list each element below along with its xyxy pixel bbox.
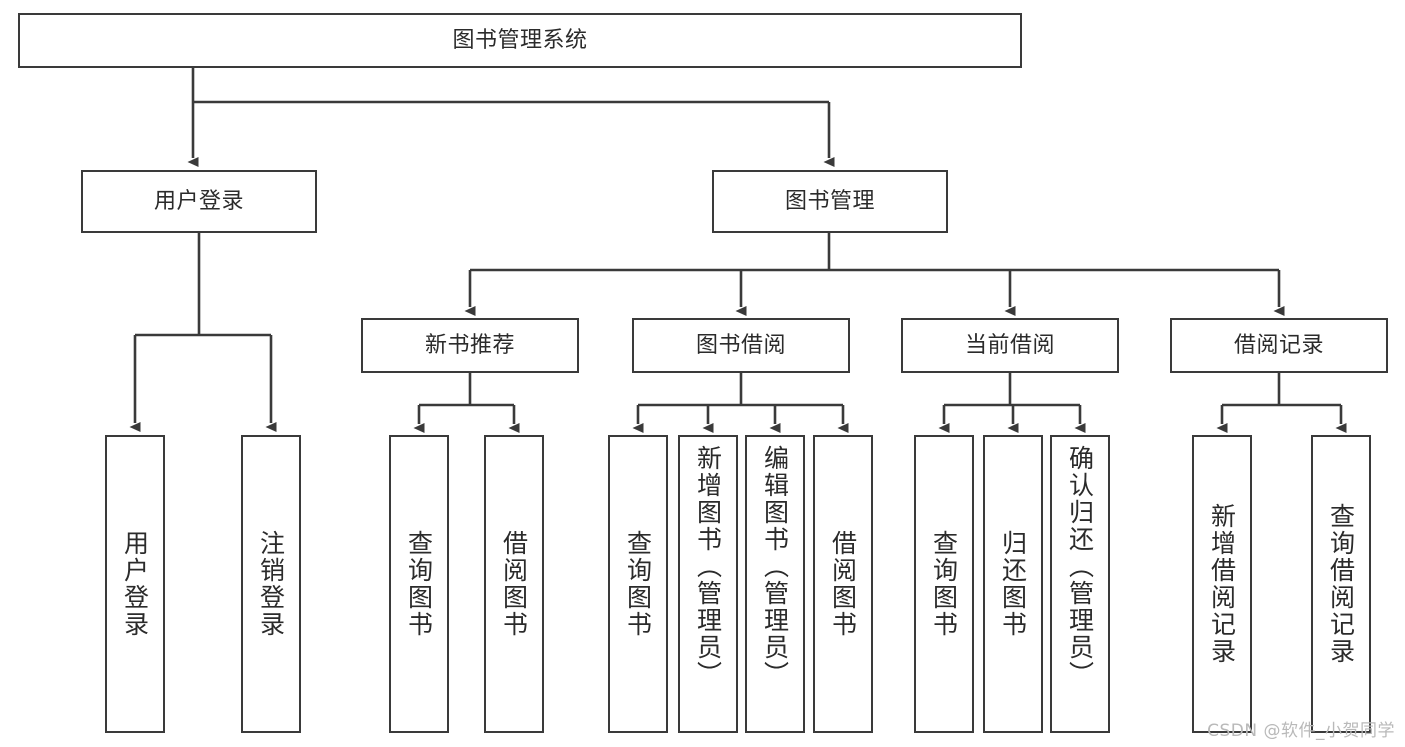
node-leaf-query-book-label: 查询图书 (623, 530, 653, 638)
node-book-borrow[interactable]: 图书借阅 (632, 318, 850, 373)
node-leaf-confirm-return-admin[interactable]: 确认归还（管理员） (1050, 435, 1110, 733)
node-new-book-recommend-label: 新书推荐 (424, 332, 515, 358)
node-book-management-label: 图书管理 (784, 188, 875, 214)
node-book-borrow-label: 图书借阅 (695, 332, 786, 358)
node-leaf-borrow-book-label: 借阅图书 (828, 530, 858, 638)
watermark-text: CSDN @软件_小贺同学 (1207, 721, 1395, 741)
node-root-label: 图书管理系统 (452, 27, 588, 53)
node-leaf-add-borrow-record-label: 新增借阅记录 (1207, 503, 1237, 665)
node-borrow-records-label: 借阅记录 (1233, 332, 1324, 358)
node-user-login-label: 用户登录 (153, 188, 244, 214)
node-leaf-query-borrow-record-label: 查询借阅记录 (1326, 503, 1356, 665)
node-leaf-borrow-book[interactable]: 借阅图书 (813, 435, 873, 733)
node-root[interactable]: 图书管理系统 (18, 13, 1022, 68)
node-leaf-borrow-book-recommend-label: 借阅图书 (499, 530, 529, 638)
node-user-login[interactable]: 用户登录 (81, 170, 317, 233)
node-leaf-confirm-return-admin-label: 确认归还（管理员） (1065, 445, 1095, 688)
node-current-borrow[interactable]: 当前借阅 (901, 318, 1119, 373)
node-current-borrow-label: 当前借阅 (964, 332, 1055, 358)
node-leaf-query-book-recommend[interactable]: 查询图书 (389, 435, 449, 733)
node-leaf-return-book-label: 归还图书 (998, 530, 1028, 638)
node-leaf-add-book-admin[interactable]: 新增图书（管理员） (678, 435, 738, 733)
node-leaf-add-borrow-record[interactable]: 新增借阅记录 (1192, 435, 1252, 733)
node-leaf-query-book-recommend-label: 查询图书 (404, 530, 434, 638)
node-leaf-add-book-admin-label: 新增图书（管理员） (693, 445, 723, 688)
node-leaf-edit-book-admin[interactable]: 编辑图书（管理员） (745, 435, 805, 733)
node-new-book-recommend[interactable]: 新书推荐 (361, 318, 579, 373)
node-leaf-query-book-current-label: 查询图书 (929, 530, 959, 638)
node-leaf-query-book-current[interactable]: 查询图书 (914, 435, 974, 733)
node-leaf-edit-book-admin-label: 编辑图书（管理员） (760, 445, 790, 688)
node-book-management[interactable]: 图书管理 (712, 170, 948, 233)
node-leaf-query-book[interactable]: 查询图书 (608, 435, 668, 733)
node-leaf-borrow-book-recommend[interactable]: 借阅图书 (484, 435, 544, 733)
node-leaf-user-login-label: 用户登录 (120, 530, 150, 638)
node-borrow-records[interactable]: 借阅记录 (1170, 318, 1388, 373)
node-leaf-user-login[interactable]: 用户登录 (105, 435, 165, 733)
node-leaf-logout-label: 注销登录 (256, 530, 286, 638)
node-leaf-logout[interactable]: 注销登录 (241, 435, 301, 733)
node-leaf-return-book[interactable]: 归还图书 (983, 435, 1043, 733)
node-leaf-query-borrow-record[interactable]: 查询借阅记录 (1311, 435, 1371, 733)
